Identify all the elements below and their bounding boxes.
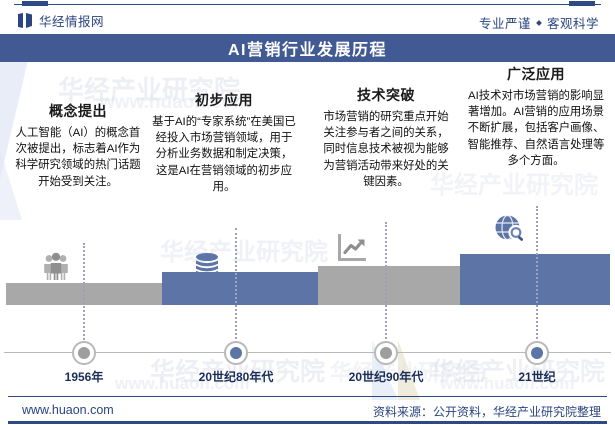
- timeline-marker-2[interactable]: [374, 341, 398, 365]
- globe-search-icon: [495, 214, 524, 241]
- marker-dot: [230, 347, 242, 359]
- milestone-heading: 技术突破: [357, 87, 415, 103]
- connector-line-1: [235, 228, 237, 343]
- milestone-card-3: 广泛应用 AI技术对市场营销的影响显著增加。AI营销的应用场景不断扩展，包括客户…: [466, 64, 606, 169]
- line-chart-up-icon: [338, 234, 366, 261]
- watermark-institute: 华经产业研究院: [430, 172, 598, 199]
- title-banner: AI营销行业发展历程: [0, 34, 615, 62]
- top-rule-line: [14, 4, 601, 5]
- milestone-card-1: 初步应用 基于AI的“专家系统”在美国已经投入市场营销领域，用于分析业务数据和制…: [150, 90, 298, 195]
- footer-website[interactable]: www.huaon.com: [22, 403, 114, 417]
- footer-rule: [8, 396, 607, 397]
- connector-line-3: [536, 206, 538, 343]
- tagline-separator-icon: [536, 19, 542, 26]
- timeline-bar-2: [318, 266, 460, 305]
- milestone-icon-2: [336, 233, 368, 268]
- tagline: 专业严谨 客观科学: [479, 13, 599, 32]
- milestone-heading: 初步应用: [195, 92, 253, 108]
- milestone-card-2: 技术突破 市场营销的研究重点开始关注参与者之间的关系，同时信息技术被视为能够为营…: [318, 85, 454, 190]
- timeline-axis: [4, 352, 611, 353]
- timeline-marker-3[interactable]: [525, 341, 549, 365]
- tagline-right: 客观科学: [546, 17, 599, 31]
- timeline-date-3: 21世纪: [518, 370, 556, 384]
- milestone-icon-3: [494, 214, 526, 249]
- connector-line-0: [83, 243, 85, 343]
- page-title: AI营销行业发展历程: [227, 42, 387, 59]
- milestone-heading: 概念提出: [49, 103, 107, 119]
- top-rule: [0, 0, 615, 8]
- footer: www.huaon.com 资料来源：公开资料，华经产业研究院整理: [0, 397, 615, 425]
- brand-logo[interactable]: 华经情报网: [18, 11, 104, 30]
- milestone-body: 市场营销的研究重点开始关注参与者之间的关系，同时信息技术被视为能够为营销活动带来…: [323, 111, 449, 188]
- tagline-left: 专业严谨: [478, 17, 531, 31]
- book-mark-icon: [18, 13, 32, 28]
- marker-dot: [531, 347, 543, 359]
- timeline-bar-1: [162, 272, 318, 305]
- footer-bottom-bar: [8, 421, 607, 424]
- timeline-marker-0[interactable]: [72, 341, 96, 365]
- timeline-date-2: 20世纪90年代: [348, 370, 424, 384]
- milestone-body: 人工智能（AI）的概念首次被提出，标志着AI作为科学研究领域的热门话题开始受到关…: [15, 127, 141, 188]
- connector-line-2: [385, 222, 387, 343]
- timeline-marker-1[interactable]: [224, 341, 248, 365]
- milestone-icon-0: [42, 252, 70, 285]
- people-group-icon: [44, 252, 68, 280]
- milestone-body: 基于AI的“专家系统”在美国已经投入市场营销领域，用于分析业务数据和制定决策，这…: [152, 116, 296, 193]
- marker-dot: [78, 347, 90, 359]
- timeline-date-1: 20世纪80年代: [198, 370, 274, 384]
- milestone-heading: 广泛应用: [507, 66, 565, 82]
- footer-source: 资料来源：公开资料，华经产业研究院整理: [372, 405, 601, 419]
- watermark-institute: 华经产业研究院: [160, 239, 328, 266]
- top-rule-cap-right: [569, 1, 595, 6]
- milestone-body: AI技术对市场营销的影响显著增加。AI营销的应用场景不断扩展，包括客户画像、智能…: [467, 90, 605, 167]
- timeline-bar-3: [460, 254, 610, 305]
- timeline-date-0: 1956年: [64, 370, 104, 384]
- top-rule-cap-left: [22, 1, 48, 6]
- milestone-card-0: 概念提出 人工智能（AI）的概念首次被提出，标志着AI作为科学研究领域的热门话题…: [14, 101, 142, 190]
- brand-name: 华经情报网: [39, 15, 105, 29]
- marker-dot: [380, 347, 392, 359]
- brand-row: 华经情报网 专业严谨 客观科学: [0, 8, 615, 34]
